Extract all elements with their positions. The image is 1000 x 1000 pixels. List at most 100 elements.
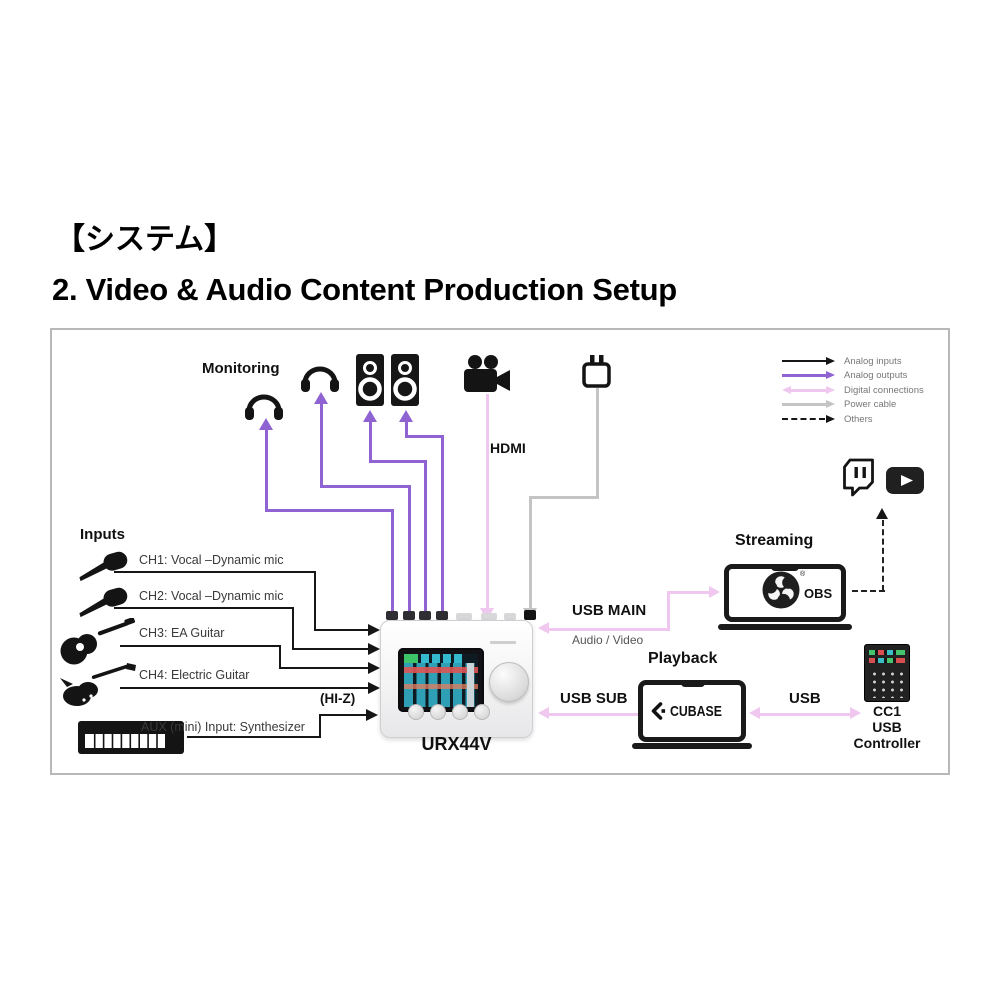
arrowhead-ch4-to-device	[368, 682, 380, 694]
channel-label-ch4: CH4: Electric Guitar	[139, 668, 250, 682]
connector-power	[596, 388, 599, 497]
legend-row-analog-outputs: Analog outputs	[782, 369, 950, 384]
legend-line	[782, 417, 825, 420]
device-gain-knob	[474, 704, 490, 720]
connector-analog-out-3	[369, 420, 372, 463]
connector-analog-out-2	[408, 485, 411, 620]
monitoring-label: Monitoring	[202, 360, 280, 377]
speaker-icon	[391, 354, 419, 406]
device-gain-knob	[408, 704, 424, 720]
obs-label: OBS	[804, 586, 833, 601]
legend-arrowhead	[826, 371, 835, 380]
playback-laptop: CUBASE	[638, 680, 746, 742]
channel-label-ch3: CH3: EA Guitar	[139, 626, 225, 640]
channel-label-ch1: CH1: Vocal –Dynamic mic	[139, 553, 284, 567]
connector-ch1	[114, 571, 316, 573]
hdmi-label: HDMI	[490, 440, 526, 456]
legend-line	[782, 403, 826, 407]
obs-trademark: ®	[800, 571, 806, 578]
playback-label: Playback	[648, 650, 718, 667]
connector-aux	[319, 714, 321, 738]
arrowhead-usbmain-to-laptop	[709, 586, 720, 598]
usb-label: USB	[789, 690, 821, 707]
headphones-icon	[301, 366, 339, 392]
connector-ch2	[114, 607, 294, 609]
connector-ch1	[314, 629, 368, 631]
legend-label: Power cable	[844, 399, 897, 411]
connector-ch3	[279, 667, 368, 669]
arrowhead-to-speaker	[363, 410, 377, 422]
device-hdmi-port	[481, 613, 497, 620]
arrowhead-to-speaker	[399, 410, 413, 422]
video-camera-icon	[464, 355, 510, 392]
acoustic-guitar-icon	[60, 618, 136, 665]
cubase-logo-icon	[652, 702, 666, 720]
connector-analog-out-1	[265, 428, 268, 512]
others-arrow-sample	[782, 413, 838, 425]
connector-analog-out-1	[265, 509, 394, 512]
legend-row-others: Others	[782, 412, 950, 427]
power-plug-icon	[582, 355, 611, 388]
legend-line	[782, 374, 826, 378]
connector-ch2	[292, 648, 368, 650]
usb-main-label: USB MAIN	[572, 602, 647, 619]
laptop-base	[718, 624, 852, 630]
laptop-camera-notch	[681, 682, 705, 687]
legend-label: Digital connections	[844, 384, 924, 396]
device-output-jack	[419, 611, 431, 620]
device-gain-knob	[452, 704, 468, 720]
connector-analog-out-3	[424, 460, 427, 620]
headphones-icon	[245, 394, 283, 420]
channel-label-aux: AUX (mini) Input: Synthesizer	[141, 720, 305, 734]
cc1-label-line3: Controller	[853, 735, 921, 751]
connector-analog-out-2	[320, 485, 411, 488]
cc1-button-row	[869, 650, 905, 655]
page-title-japanese: 【システム】	[55, 223, 235, 256]
connector-power	[529, 496, 532, 608]
connector-analog-out-4	[405, 420, 408, 438]
connector-ch3	[279, 645, 281, 669]
connector-analog-out-4	[405, 435, 444, 438]
cc1-button-row	[869, 658, 905, 663]
laptop-base	[632, 743, 752, 749]
channel-label-ch2: CH2: Vocal –Dynamic mic	[139, 589, 284, 603]
legend-line	[791, 388, 826, 392]
connector-power	[529, 496, 599, 499]
arrowhead-ch2-to-device	[368, 643, 380, 655]
arrowhead-usb-to-laptop	[749, 707, 760, 719]
legend-label: Analog inputs	[844, 355, 902, 367]
usb-sub-label: USB SUB	[560, 690, 628, 707]
arrowhead-ch1-to-device	[368, 624, 380, 636]
legend-row-digital-connections: Digital connections	[782, 383, 950, 398]
device-power-inlet	[524, 610, 536, 620]
device-gain-knob	[430, 704, 446, 720]
legend-arrowhead-left	[782, 385, 791, 394]
legend-label: Analog outputs	[844, 370, 908, 382]
audio-video-label: Audio / Video	[572, 633, 644, 647]
legend-row-power-cable: Power cable	[782, 398, 950, 413]
connector-aux	[319, 714, 366, 716]
device-output-jack	[403, 611, 415, 620]
legend-arrowhead-right	[826, 385, 835, 394]
hiz-label: (HI-Z)	[320, 691, 356, 706]
connector-stream-upload	[852, 590, 885, 592]
connector-analog-out-3	[369, 460, 427, 463]
legend-label: Others	[844, 413, 873, 425]
twitch-icon	[843, 458, 874, 497]
analog-outputs-arrow-sample	[782, 370, 838, 382]
device-main-knob	[489, 662, 529, 702]
arrowhead-usbmain-to-device	[538, 622, 549, 634]
cc1-controller-label: CC1 USB Controller	[840, 703, 934, 751]
digital-connections-arrow-sample	[782, 384, 838, 396]
diagram-frame: Analog inputs Analog outputs Digital con…	[50, 328, 950, 775]
power-cable-arrow-sample	[782, 399, 838, 411]
connector-ch2	[292, 607, 294, 650]
connector-usb-sub	[549, 713, 638, 716]
speaker-icon	[356, 354, 384, 406]
connector-analog-out-1	[391, 509, 394, 620]
synthesizer-keyboard-icon	[78, 721, 184, 754]
inputs-label: Inputs	[80, 526, 125, 543]
obs-logo-icon	[762, 571, 800, 609]
device-rear-port	[504, 613, 516, 620]
legend-arrowhead	[826, 400, 835, 409]
